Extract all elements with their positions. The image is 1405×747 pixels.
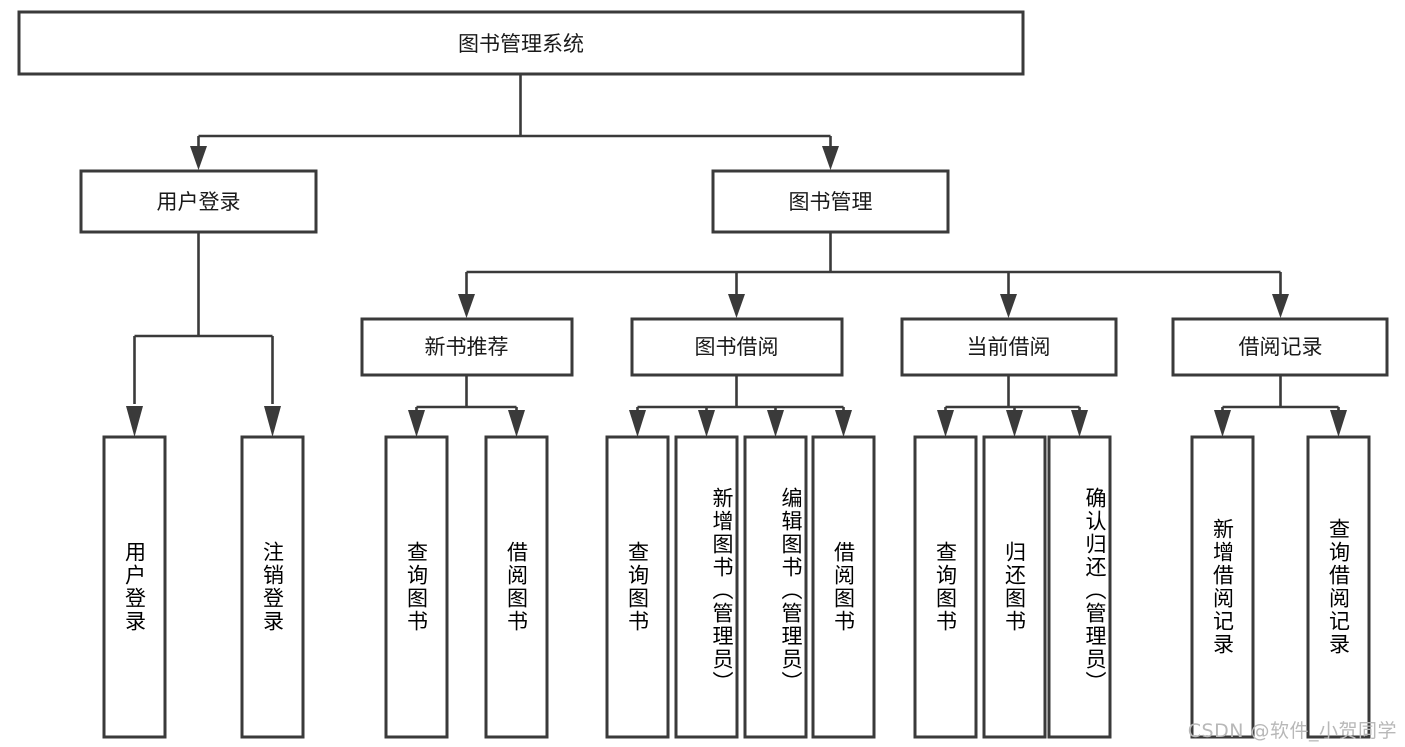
arrow-head-to-leaf-query-book-1 bbox=[408, 410, 425, 437]
node-leaf-user-login[interactable] bbox=[102, 435, 167, 739]
node-leaf-confirm-return-box[interactable] bbox=[1047, 435, 1112, 739]
node-leaf-query-book-1-box[interactable] bbox=[384, 435, 449, 739]
arrow-head-to-leaf-add-record bbox=[1214, 410, 1231, 437]
node-root-label: 图书管理系统 bbox=[458, 32, 584, 56]
connector-group-current-borrow-to-leaves bbox=[937, 375, 1088, 437]
arrow-head-to-user-login bbox=[190, 146, 207, 170]
arrow-head-to-borrow-record bbox=[1272, 294, 1289, 318]
node-leaf-logout-login-box[interactable] bbox=[240, 435, 305, 739]
node-leaf-query-book-2-box[interactable] bbox=[605, 435, 670, 739]
arrow-head-to-leaf-query-book-3 bbox=[937, 410, 954, 437]
node-leaf-query-record[interactable] bbox=[1306, 435, 1371, 739]
node-book-borrow[interactable]: 图书借阅 bbox=[630, 317, 844, 377]
node-user-login-label: 用户登录 bbox=[157, 190, 241, 214]
node-leaf-edit-book-box[interactable] bbox=[743, 435, 808, 739]
node-borrow-record-label: 借阅记录 bbox=[1239, 335, 1323, 359]
connector-group-root-to-level2 bbox=[190, 75, 839, 170]
node-root-box[interactable] bbox=[17, 10, 1025, 76]
connector-group-borrow-record-to-leaves bbox=[1214, 375, 1347, 437]
node-root[interactable]: 图书管理系统 bbox=[17, 10, 1025, 76]
node-leaf-edit-book[interactable] bbox=[743, 435, 808, 739]
node-leaf-borrow-book-1[interactable] bbox=[484, 435, 549, 739]
node-borrow-record[interactable]: 借阅记录 bbox=[1171, 317, 1389, 377]
node-current-borrow[interactable]: 当前借阅 bbox=[900, 317, 1118, 377]
arrow-head-to-leaf-edit-book bbox=[767, 410, 784, 437]
node-leaf-borrow-book-1-box[interactable] bbox=[484, 435, 549, 739]
node-user-login[interactable]: 用户登录 bbox=[79, 169, 318, 234]
node-book-manage[interactable]: 图书管理 bbox=[711, 169, 950, 234]
connector-group-user-login-to-leaves bbox=[126, 232, 281, 437]
node-book-manage-box[interactable] bbox=[711, 169, 950, 234]
node-leaf-confirm-return[interactable] bbox=[1047, 435, 1112, 739]
arrow-head-to-leaf-borrow-book-1 bbox=[508, 410, 525, 437]
node-leaf-query-book-1[interactable] bbox=[384, 435, 449, 739]
node-leaf-logout-login[interactable] bbox=[240, 435, 305, 739]
node-leaf-add-record[interactable] bbox=[1190, 435, 1255, 739]
arrow-head-to-leaf-return-book bbox=[1006, 410, 1023, 437]
node-borrow-record-box[interactable] bbox=[1171, 317, 1389, 377]
connector-group-book-borrow-to-leaves bbox=[629, 375, 852, 437]
node-leaf-add-record-box[interactable] bbox=[1190, 435, 1255, 739]
node-current-borrow-label: 当前借阅 bbox=[967, 335, 1051, 359]
arrow-head-to-leaf-query-book-2 bbox=[629, 410, 646, 437]
node-new-book-rec-box[interactable] bbox=[360, 317, 574, 377]
node-user-login-box[interactable] bbox=[79, 169, 318, 234]
node-new-book-rec-label: 新书推荐 bbox=[425, 335, 509, 359]
node-leaf-borrow-book-2[interactable] bbox=[811, 435, 876, 739]
node-leaf-query-book-3-box[interactable] bbox=[913, 435, 978, 739]
node-leaf-add-book[interactable] bbox=[674, 435, 739, 739]
arrow-head-to-book-borrow bbox=[728, 294, 745, 318]
node-leaf-query-book-2[interactable] bbox=[605, 435, 670, 739]
arrow-head-to-leaf-borrow-book-2 bbox=[835, 410, 852, 437]
node-leaf-query-record-box[interactable] bbox=[1306, 435, 1371, 739]
node-leaf-borrow-book-2-box[interactable] bbox=[811, 435, 876, 739]
connector-group-new-book-rec-to-leaves bbox=[408, 375, 525, 437]
node-new-book-rec[interactable]: 新书推荐 bbox=[360, 317, 574, 377]
node-leaf-query-book-3[interactable] bbox=[913, 435, 978, 739]
node-leaf-add-book-box[interactable] bbox=[674, 435, 739, 739]
arrow-head-to-leaf-confirm-return bbox=[1071, 410, 1088, 437]
node-book-manage-label: 图书管理 bbox=[789, 190, 873, 214]
node-leaf-return-book-box[interactable] bbox=[982, 435, 1047, 739]
arrow-head-to-leaf-logout-login bbox=[264, 406, 281, 437]
node-leaf-return-book[interactable] bbox=[982, 435, 1047, 739]
arrow-head-to-leaf-add-book bbox=[698, 410, 715, 437]
node-current-borrow-box[interactable] bbox=[900, 317, 1118, 377]
connector-group-book-manage-to-level3 bbox=[458, 232, 1289, 318]
node-book-borrow-box[interactable] bbox=[630, 317, 844, 377]
node-leaf-user-login-box[interactable] bbox=[102, 435, 167, 739]
arrow-head-to-leaf-query-record bbox=[1330, 410, 1347, 437]
arrow-head-to-new-book-rec bbox=[458, 294, 475, 318]
arrow-head-to-leaf-user-login bbox=[126, 406, 143, 437]
arrow-head-to-book-manage bbox=[822, 146, 839, 170]
node-book-borrow-label: 图书借阅 bbox=[695, 335, 779, 359]
arrow-head-to-current-borrow bbox=[1000, 294, 1017, 318]
